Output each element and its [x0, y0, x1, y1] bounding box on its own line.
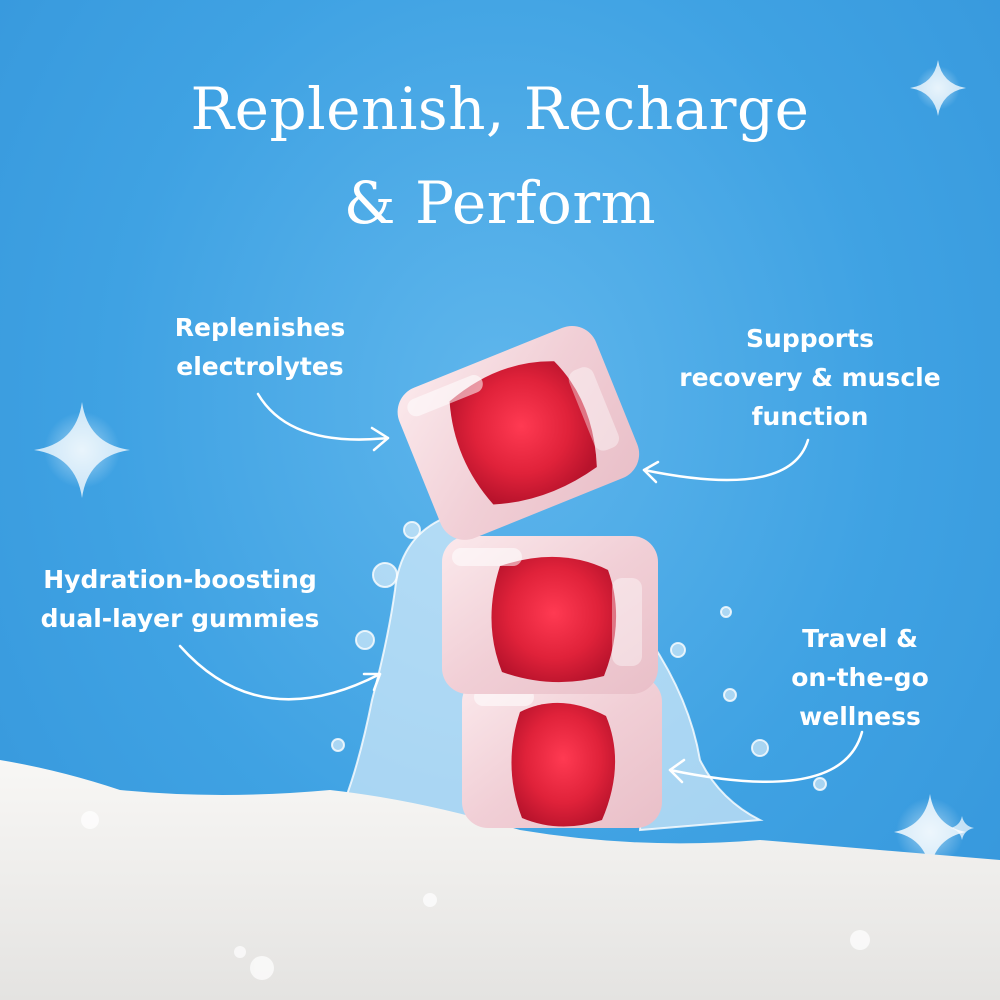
- callout-line: Travel &: [802, 624, 918, 653]
- title-line: Replenish, Recharge: [190, 75, 810, 143]
- callout-line: function: [751, 402, 869, 431]
- title-line: & Perform: [343, 169, 657, 237]
- callout-line: on-the-go: [791, 663, 929, 692]
- arrow-icon: [256, 392, 390, 452]
- callout-travel: Travel & on-the-go wellness: [740, 619, 980, 736]
- sparkle-icon: [950, 816, 974, 840]
- arrow-icon: [178, 644, 382, 701]
- foam-surface: [0, 760, 1000, 1000]
- sparkle-icon: [34, 402, 130, 498]
- sparkle-icon: [910, 60, 966, 116]
- callout-line: wellness: [799, 702, 921, 731]
- callout-recovery: Supports recovery & muscle function: [650, 319, 970, 436]
- foam-bubbles: [81, 811, 870, 980]
- callout-hydration: Hydration-boosting dual-layer gummies: [10, 560, 350, 638]
- gummy-top: [397, 325, 640, 540]
- callout-line: electrolytes: [176, 352, 344, 381]
- callout-line: recovery & muscle: [679, 363, 941, 392]
- water-splash: [331, 518, 827, 832]
- gummy-middle: [442, 536, 658, 694]
- arrow-icon: [642, 438, 810, 484]
- callout-electrolytes: Replenishes electrolytes: [130, 308, 390, 386]
- arrow-icon: [668, 730, 864, 784]
- callout-line: Replenishes: [174, 313, 346, 342]
- callout-line: dual-layer gummies: [40, 604, 320, 633]
- gummy-bottom: [462, 676, 662, 828]
- callout-line: Supports: [746, 324, 874, 353]
- gummy-stack: [397, 325, 662, 828]
- sparkle-icon: [894, 794, 966, 870]
- page-title: Replenish, Recharge & Perform: [0, 62, 1000, 250]
- callout-line: Hydration-boosting: [43, 565, 317, 594]
